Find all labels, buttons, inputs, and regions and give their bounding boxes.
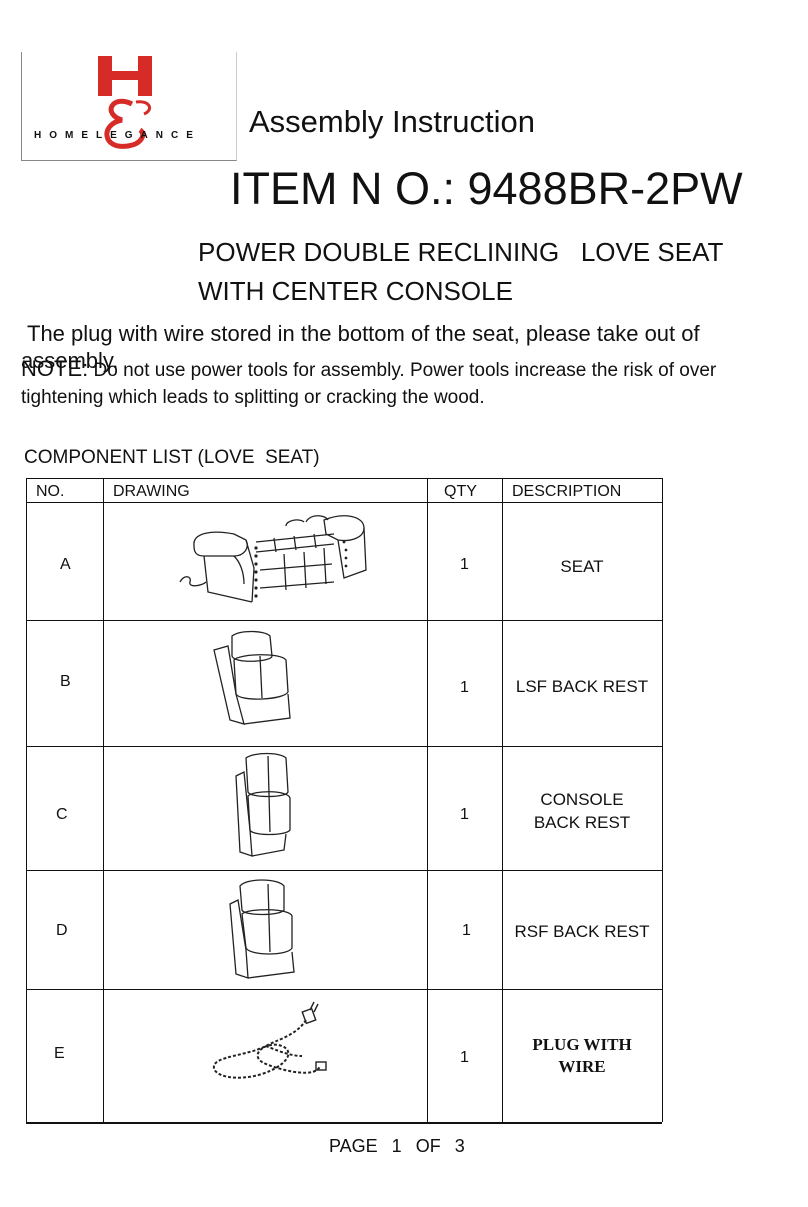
page-title: Assembly Instruction (249, 104, 535, 139)
note-paragraph: NOTE: Do not use power tools for assembl… (21, 355, 796, 411)
row-c-description: CONSOLE BACK REST (502, 788, 662, 834)
item-number: ITEM N O.: 9488BR-2PW (230, 163, 743, 214)
row-d-qty: 1 (462, 922, 471, 939)
component-list-title: COMPONENT LIST (LOVE SEAT) (24, 447, 320, 468)
row-e-description-line1: PLUG WITH (532, 1035, 632, 1054)
logo-frame (21, 52, 237, 161)
row-e-description-line2: WIRE (558, 1057, 606, 1076)
table-rule (26, 478, 662, 479)
table-rule (26, 502, 662, 503)
note-label: NOTE: (21, 356, 89, 381)
row-c-qty: 1 (460, 806, 469, 823)
row-c-no: C (56, 806, 68, 823)
plug-instruction: The plug with wire stored in the bottom … (21, 321, 700, 373)
rsf-back-rest-drawing (229, 879, 295, 979)
row-c-description-line2: BACK REST (533, 813, 631, 832)
header-no: NO. (36, 483, 65, 500)
row-b-no: B (60, 673, 71, 690)
table-rule (103, 478, 104, 1122)
header-qty: QTY (444, 483, 477, 500)
row-d-description: RSF BACK REST (514, 922, 650, 941)
table-rule (26, 1122, 662, 1124)
table-rule (26, 746, 662, 747)
table-rule (26, 989, 662, 990)
logo-wordmark: HOMELEGANCE (34, 130, 201, 141)
row-b-qty: 1 (460, 679, 469, 696)
page-number: PAGE 1 OF 3 (329, 1136, 465, 1156)
lsf-back-rest-drawing (213, 630, 291, 725)
table-rule (26, 478, 27, 1122)
product-subtitle-line2: WITH CENTER CONSOLE (198, 276, 513, 306)
row-a-no: A (60, 556, 71, 573)
row-e-qty: 1 (460, 1049, 469, 1066)
header-drawing: DRAWING (113, 483, 190, 500)
seat-drawing (179, 515, 367, 603)
note-text: Do not use power tools for assembly. Pow… (21, 360, 717, 408)
row-b-description: LSF BACK REST (515, 677, 649, 696)
row-a-description: SEAT (560, 557, 604, 576)
component-table: NO. DRAWING QTY DESCRIPTION A 1 SEAT B 1… (26, 478, 663, 1124)
row-d-no: D (56, 922, 68, 939)
row-a-qty: 1 (460, 556, 469, 573)
table-rule (26, 870, 662, 871)
row-c-description-line1: CONSOLE (540, 790, 624, 809)
table-rule (427, 478, 428, 1122)
product-subtitle-line1: POWER DOUBLE RECLINING LOVE SEAT (198, 237, 724, 267)
row-e-description: PLUG WITH WIRE (502, 1034, 662, 1078)
table-rule (662, 478, 663, 1122)
header-description: DESCRIPTION (512, 483, 622, 500)
table-rule (26, 620, 662, 621)
console-back-rest-drawing (235, 752, 291, 857)
table-rule (502, 478, 503, 1122)
row-e-no: E (54, 1045, 65, 1062)
plug-with-wire-drawing (213, 1001, 327, 1079)
homelegance-logo-monogram (98, 56, 152, 149)
